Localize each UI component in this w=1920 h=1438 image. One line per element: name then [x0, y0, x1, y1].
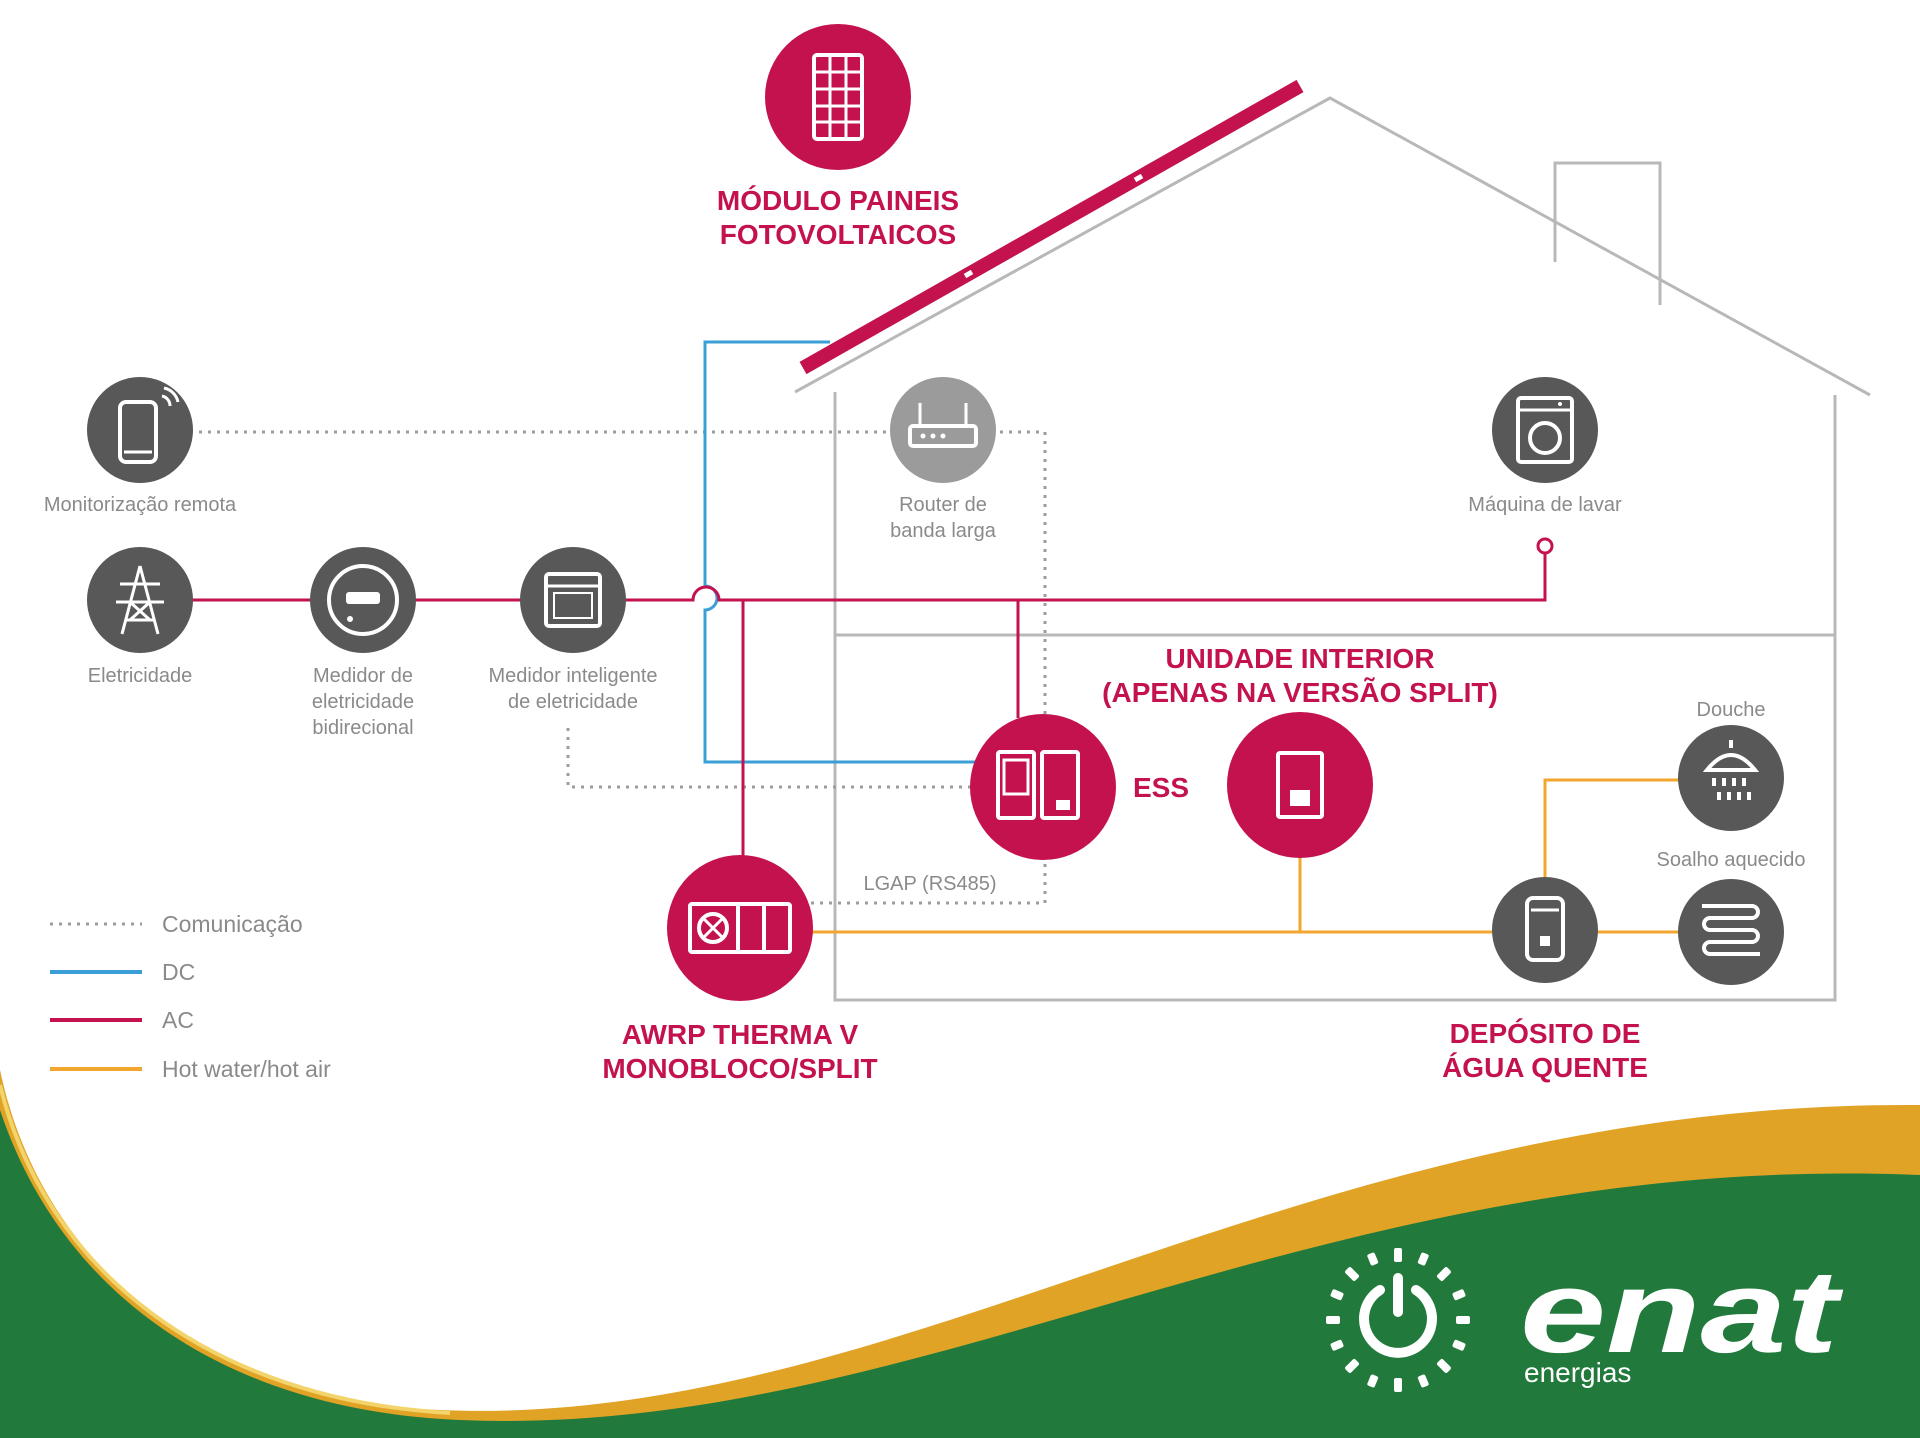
- house-outline: [794, 96, 1871, 1002]
- smart-meter-icon: [544, 572, 602, 628]
- washing-machine-node[interactable]: Máquina de lavar: [1468, 377, 1622, 516]
- legend-communication-label: Comunicação: [162, 911, 303, 937]
- ac-lines: [185, 550, 1547, 858]
- solar-module-label-1: MÓDULO PAINEIS: [717, 185, 959, 216]
- floor-heating-icon: [1702, 904, 1760, 956]
- smartphone-icon: [118, 386, 180, 464]
- battery-cabinet-icon: [996, 750, 1080, 820]
- heat-pump-label-2: MONOBLOCO/SPLIT: [602, 1053, 877, 1084]
- ess-label: ESS: [1133, 772, 1189, 803]
- router-label-2: banda larga: [890, 520, 997, 542]
- router-node[interactable]: Router de banda larga: [890, 377, 997, 542]
- footer-green-wave: [0, 1110, 1920, 1438]
- solar-module-node[interactable]: MÓDULO PAINEIS FOTOVOLTAICOS: [717, 24, 959, 250]
- bidirectional-meter-label-3: bidirecional: [312, 717, 413, 739]
- shower-label: Douche: [1697, 699, 1766, 721]
- router-icon: [908, 403, 978, 448]
- brand-name: enat: [1520, 1246, 1844, 1378]
- smart-meter-label-1: Medidor inteligente: [489, 665, 658, 687]
- legend-ac-label: AC: [162, 1007, 194, 1033]
- roof-solar-panels: [799, 79, 1304, 375]
- grid-node[interactable]: Eletricidade: [87, 547, 193, 687]
- grid-label: Eletricidade: [88, 665, 193, 687]
- indoor-unit-label-2: (APENAS NA VERSÃO SPLIT): [1102, 677, 1498, 708]
- meter-icon: [327, 564, 399, 636]
- power-tower-icon: [116, 565, 164, 635]
- floor-heating-node[interactable]: Soalho aquecido: [1656, 849, 1806, 985]
- legend: Comunicação DC AC Hot water/hot air: [50, 911, 331, 1082]
- washing-machine-icon: [1516, 396, 1574, 464]
- bidirectional-meter-label-1: Medidor de: [313, 665, 413, 687]
- solar-panel-icon: [812, 53, 864, 141]
- solar-module-label-2: FOTOVOLTAICOS: [720, 219, 956, 250]
- router-label-1: Router de: [899, 494, 987, 516]
- lgap-label: LGAP (RS485): [863, 873, 996, 895]
- smart-meter-node[interactable]: Medidor inteligente de eletricidade: [489, 547, 658, 713]
- legend-dc-label: DC: [162, 959, 195, 985]
- enat-sun-logo-icon: [1326, 1248, 1470, 1392]
- heat-pump-node[interactable]: AWRP THERMA V MONOBLOCO/SPLIT: [602, 855, 878, 1084]
- legend-hot-water-label: Hot water/hot air: [162, 1056, 331, 1082]
- brand-footer: enat energias: [0, 1070, 1920, 1438]
- shower-node[interactable]: Douche: [1678, 699, 1784, 831]
- remote-monitoring-label: Monitorização remota: [44, 494, 237, 516]
- bidirectional-meter-label-2: eletricidade: [312, 691, 414, 713]
- footer-highlight-wave: [0, 1084, 451, 1415]
- water-tank-node[interactable]: DEPÓSITO DE ÁGUA QUENTE: [1442, 877, 1648, 1083]
- remote-monitoring-node[interactable]: Monitorização remota: [44, 377, 237, 516]
- heat-pump-icon: [688, 902, 792, 954]
- ess-node[interactable]: ESS: [970, 714, 1189, 860]
- indoor-unit-label-1: UNIDADE INTERIOR: [1165, 643, 1434, 674]
- heat-pump-label-1: AWRP THERMA V: [622, 1019, 859, 1050]
- water-tank-label-1: DEPÓSITO DE: [1450, 1018, 1641, 1049]
- indoor-unit-node[interactable]: UNIDADE INTERIOR (APENAS NA VERSÃO SPLIT…: [1102, 643, 1498, 858]
- bidirectional-meter-node[interactable]: Medidor de eletricidade bidirecional: [310, 547, 416, 739]
- shower-icon: [1702, 740, 1760, 800]
- indoor-unit-icon: [1276, 751, 1324, 819]
- floor-heating-label: Soalho aquecido: [1656, 849, 1805, 871]
- water-tank-icon: [1525, 896, 1565, 962]
- brand-tagline: energias: [1524, 1357, 1631, 1388]
- ac-outlet-node: [1536, 537, 1554, 555]
- washing-machine-label: Máquina de lavar: [1468, 494, 1622, 516]
- water-tank-label-2: ÁGUA QUENTE: [1442, 1052, 1648, 1083]
- smart-meter-label-2: de eletricidade: [508, 691, 638, 713]
- communication-lines: [190, 430, 1047, 905]
